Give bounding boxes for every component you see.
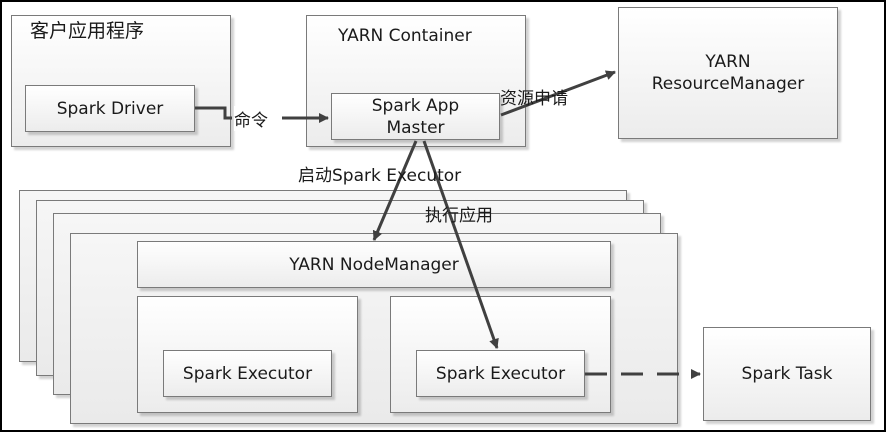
- app-master-line1: Spark App: [371, 95, 460, 116]
- command-arrow: [195, 106, 232, 120]
- execute-app-label: 执行应用: [425, 206, 493, 226]
- app-master-line2: Master: [386, 117, 445, 138]
- spark-app-master-box: Spark App Master: [331, 93, 500, 140]
- execute-app-arrow: [422, 140, 499, 349]
- node-manager-box: YARN NodeManager: [137, 241, 611, 288]
- spark-driver-box: Spark Driver: [25, 85, 195, 132]
- resource-manager-line2: ResourceManager: [651, 74, 805, 94]
- command-label: 命令: [234, 106, 268, 131]
- yarn-container-title: YARN Container: [338, 26, 472, 46]
- spark-executor-left-box: Spark Executor: [163, 350, 332, 397]
- resource-request-label: 资源申请: [500, 89, 568, 109]
- resource-request-arrow: [500, 70, 616, 117]
- launch-executor-label: 启动Spark Executor: [298, 166, 462, 186]
- resource-manager-box: YARN ResourceManager: [618, 7, 838, 139]
- client-application-title: 客户应用程序: [30, 20, 145, 42]
- spark-task-box: Spark Task: [703, 327, 871, 421]
- launch-executor-arrow: [372, 140, 418, 241]
- spark-executor-right-box: Spark Executor: [416, 350, 585, 397]
- resource-manager-line1: YARN: [705, 52, 751, 72]
